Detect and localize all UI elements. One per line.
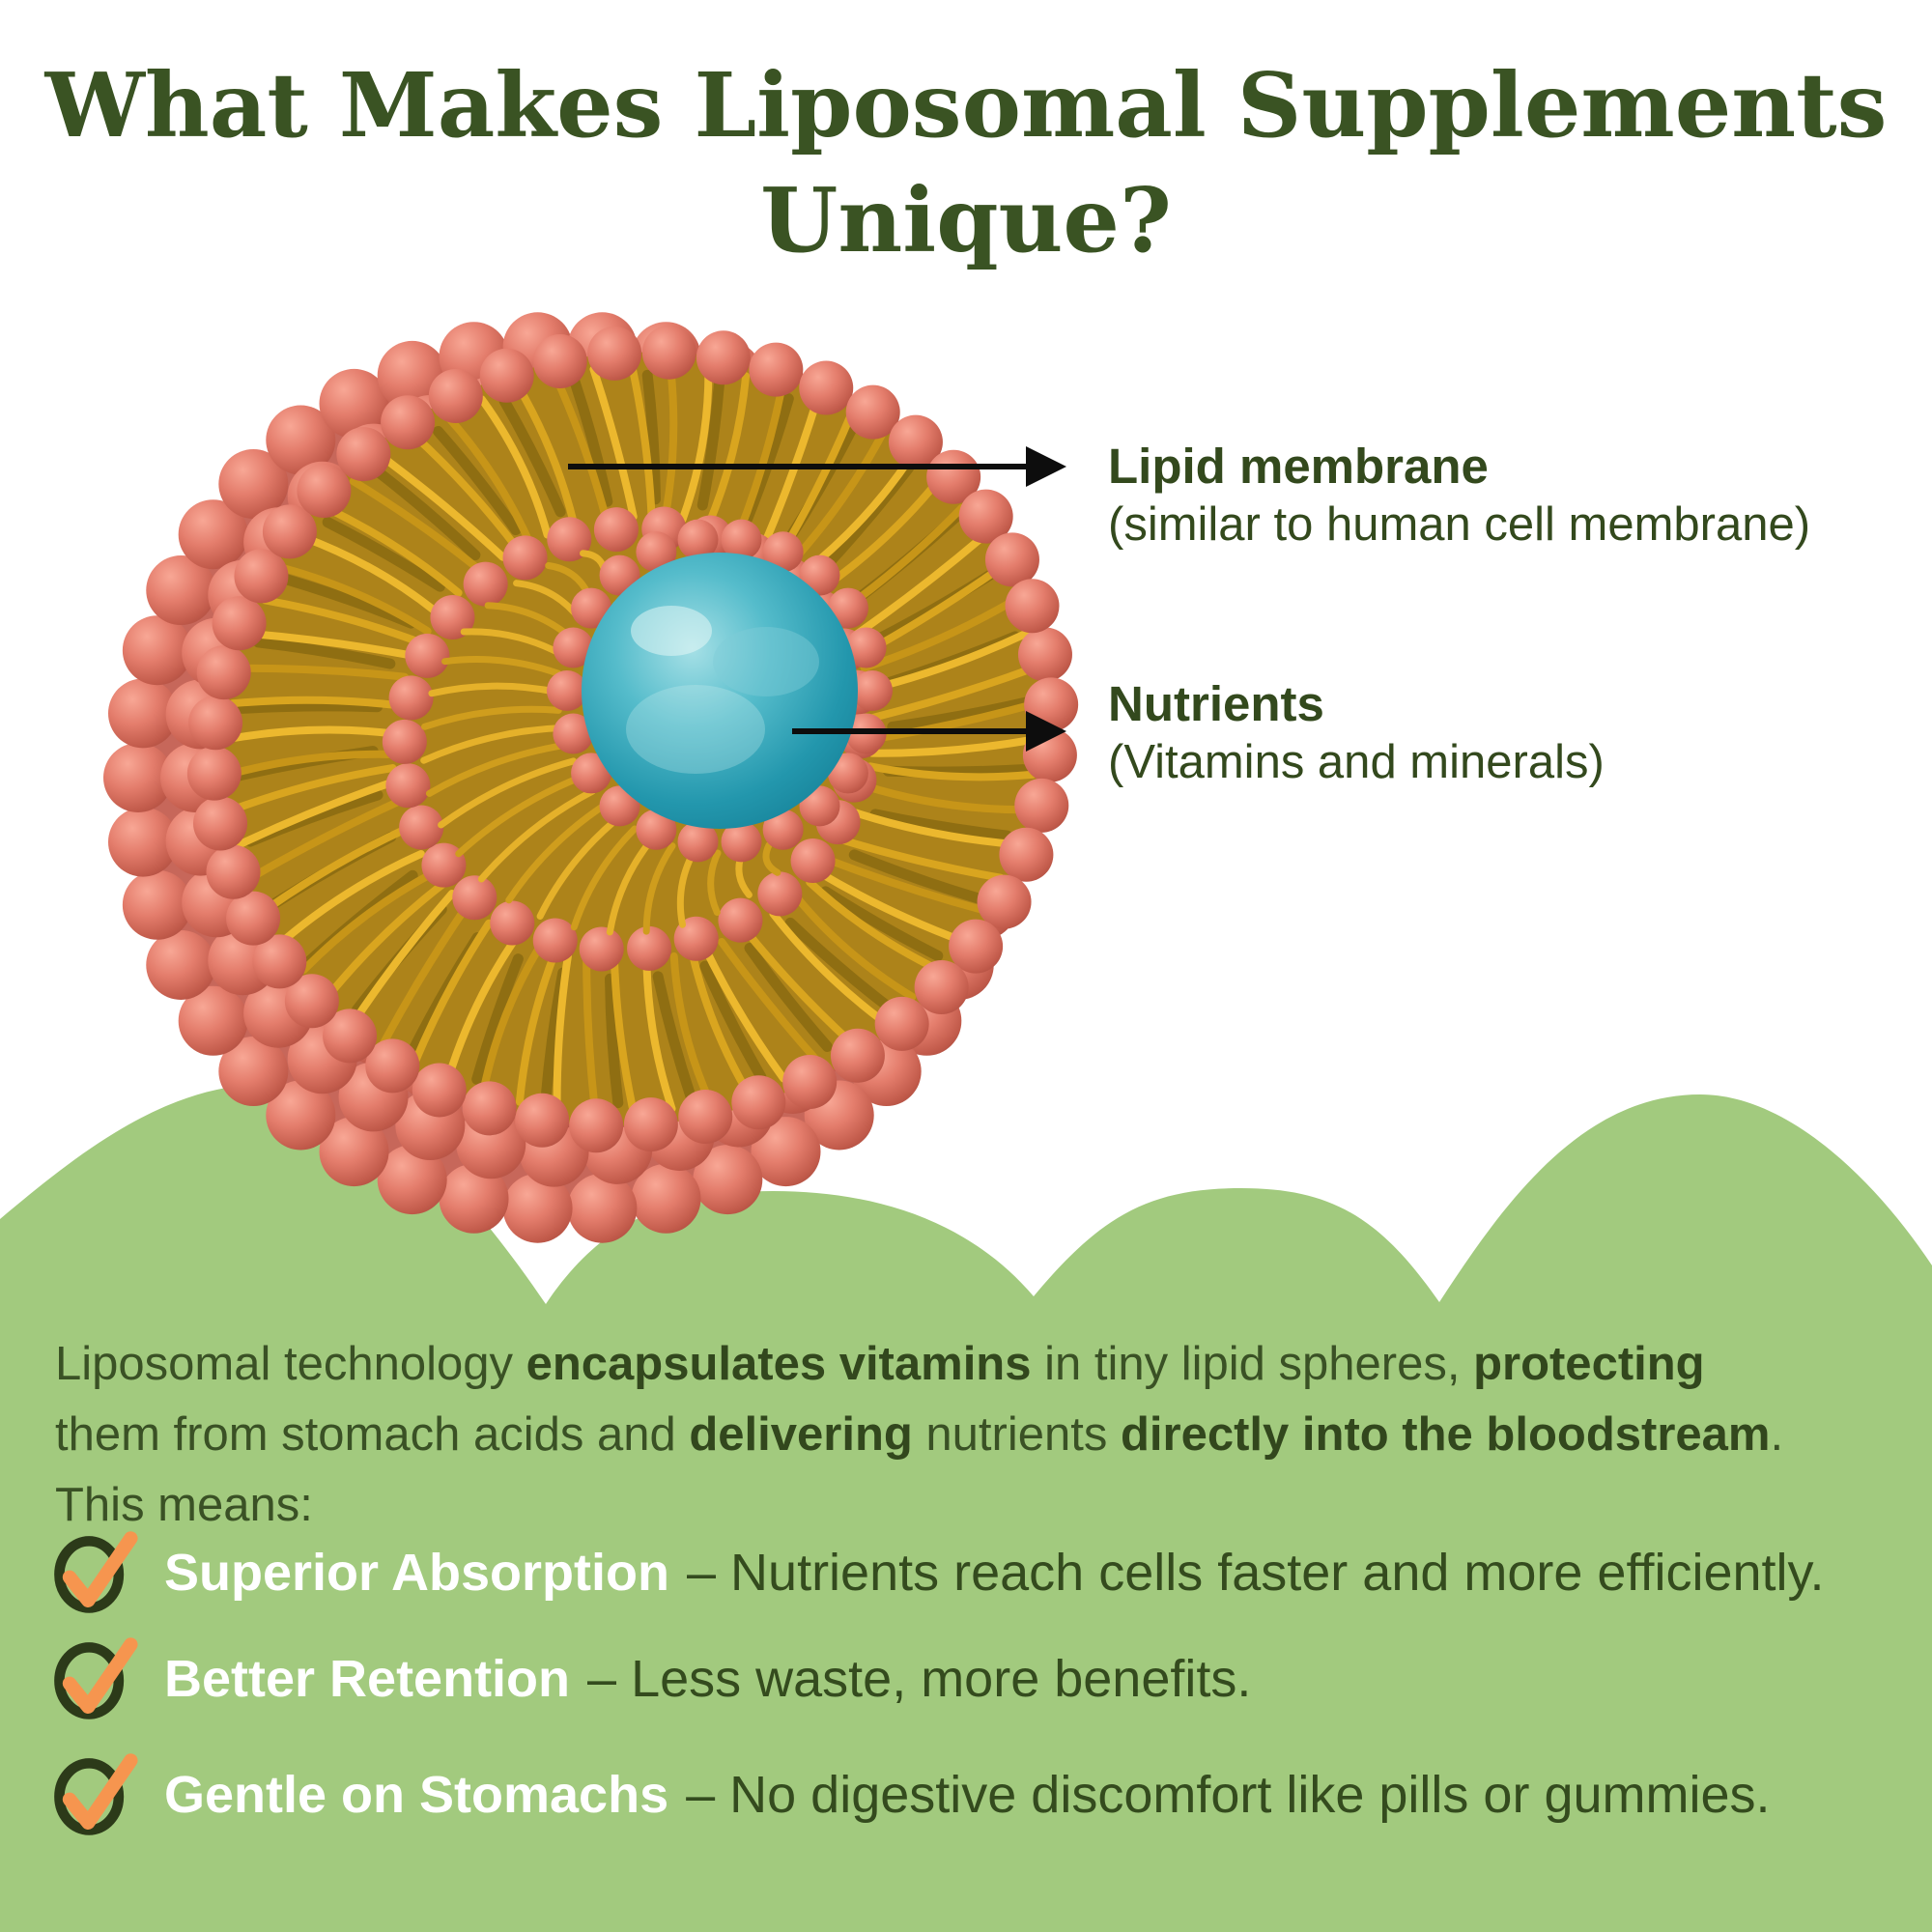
- benefit-item-gentle-on-stomachs: Gentle on Stomachs – No digestive discomf…: [46, 1748, 1771, 1841]
- page-title-line-1: What Makes Liposomal Supplements: [44, 53, 1888, 157]
- benefit-title: Better Retention: [164, 1650, 571, 1708]
- check-icon: [54, 1531, 138, 1613]
- green-wave-section: [0, 1084, 1932, 1932]
- label-lipid-membrane-sub: (similar to human cell membrane): [1108, 498, 1811, 551]
- check-icon: [54, 1637, 138, 1719]
- benefit-title: Superior Absorption: [164, 1544, 669, 1602]
- benefit-text: – Nutrients reach cells faster and more …: [687, 1544, 1825, 1602]
- benefit-text: – Less waste, more benefits.: [587, 1650, 1252, 1708]
- page-title: What Makes Liposomal Supplements Unique?: [0, 48, 1932, 278]
- benefit-item-superior-absorption: Superior Absorption – Nutrients reach cel…: [46, 1526, 1825, 1619]
- liposome-illustration: [103, 312, 1079, 1243]
- label-nutrients-sub: (Vitamins and minerals): [1108, 736, 1605, 788]
- benefit-title: Gentle on Stomachs: [164, 1766, 669, 1824]
- annotation-arrows: [568, 446, 1066, 752]
- benefit-item-better-retention: Better Retention – Less waste, more benef…: [46, 1633, 1251, 1725]
- intro-paragraph: Liposomal technology encapsulates vitami…: [55, 1338, 1784, 1531]
- check-icon: [54, 1753, 138, 1835]
- benefit-text: – No digestive discomfort like pills or …: [686, 1766, 1771, 1824]
- label-nutrients-heading: Nutrients: [1108, 676, 1324, 731]
- label-nutrients: Nutrients (Vitamins and minerals): [1108, 674, 1605, 792]
- label-lipid-membrane: Lipid membrane (similar to human cell me…: [1108, 437, 1810, 554]
- page-title-line-2: Unique?: [760, 168, 1172, 272]
- label-lipid-membrane-heading: Lipid membrane: [1108, 439, 1489, 494]
